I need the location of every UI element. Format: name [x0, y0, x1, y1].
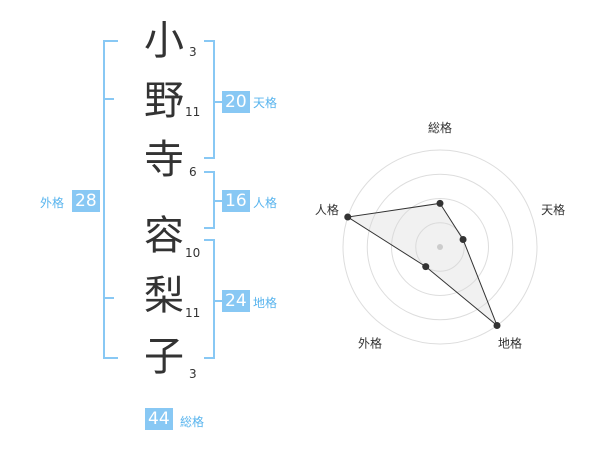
chikaku-label: 地格 [253, 296, 278, 310]
gaikaku-label: 外格 [40, 196, 65, 210]
name-char: 梨 [144, 273, 184, 319]
tenkaku-badge: 20 [222, 91, 250, 113]
name-char: 小 [144, 18, 184, 64]
name-char: 野 [144, 78, 184, 124]
radar-grid-ring [415, 222, 465, 272]
jinkaku-label: 人格 [253, 196, 278, 210]
name-char: 寺 [144, 137, 184, 183]
jinkaku-badge: 16 [222, 190, 250, 212]
soukaku-label: 総格 [180, 415, 205, 429]
stroke-count: 3 [189, 45, 197, 59]
radar-grid-ring [391, 198, 489, 296]
stroke-count: 6 [189, 165, 197, 179]
jinkaku-bracket [204, 171, 215, 229]
radar-axis-label: 人格 [315, 202, 339, 217]
tenkaku-label: 天格 [253, 96, 278, 110]
tenkaku-bracket [204, 40, 215, 159]
radar-grid-ring [366, 173, 514, 321]
stroke-count: 3 [189, 367, 197, 381]
stroke-count: 10 [185, 246, 201, 260]
radar-data-point [493, 321, 501, 329]
radar-data-point [422, 263, 430, 271]
name-char: 容 [144, 213, 184, 259]
radar-axis-label: 天格 [541, 202, 565, 217]
soukaku-badge: 44 [145, 408, 173, 430]
radar-center-dot [437, 244, 443, 250]
radar-data-point [436, 199, 444, 207]
gaikaku-bracket [103, 40, 118, 359]
radar-data-point [344, 213, 352, 221]
name-char: 子 [144, 334, 184, 380]
chikaku-bracket [204, 239, 215, 359]
radar-axis-label: 外格 [358, 335, 382, 350]
radar-data-polygon [346, 202, 498, 326]
bracket-lines [103, 40, 222, 359]
stroke-count: 11 [185, 306, 201, 320]
chikaku-badge: 24 [222, 290, 250, 312]
radar-data-point [459, 236, 467, 244]
radar-axis-label: 総格 [428, 120, 452, 135]
stroke-count: 11 [185, 105, 201, 119]
radar-axis-label: 地格 [498, 335, 522, 350]
gaikaku-badge: 28 [72, 190, 100, 212]
radar-grid-ring [342, 149, 538, 345]
